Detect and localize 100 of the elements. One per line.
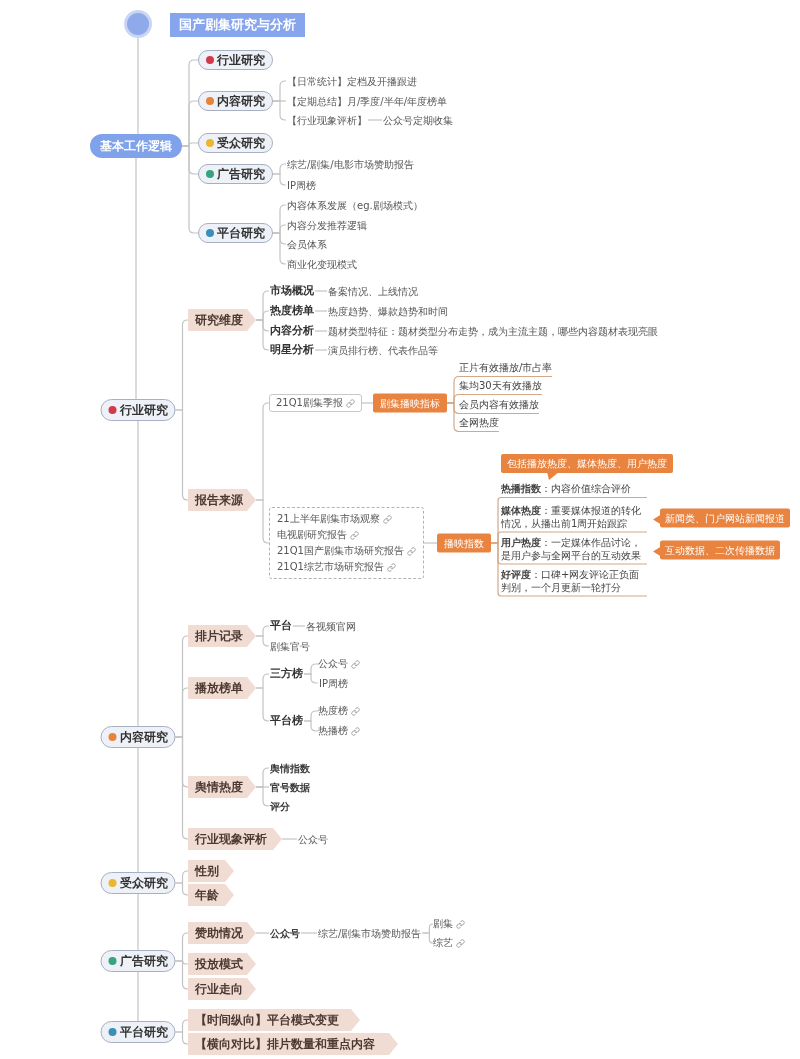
branch-text: 题材类型特征：题材类型分布走势，成为主流主题，哪些内容题材表现亮眼 [327,324,659,338]
topic-pill [100,1021,176,1043]
underlined-topic: 集均30天有效播放 [459,379,542,395]
branch-text: 舆情指数 [269,761,311,775]
underlined-topic: 好评度：口碑+网友评论正负面判别，一个月更新一轮打分 [501,567,647,597]
underlined-topic: 热播指数：内容价值综合评价 [501,482,647,498]
topic-pill [100,726,176,748]
branch-text: 21上半年剧集市场观察 [277,512,380,526]
tag-label: 报告来源 [195,494,243,506]
branch-label: 市场概况 [269,284,315,298]
branch-text: 官号数据 [269,780,311,794]
branch-label: 平台 [269,619,293,633]
tag-label: 舆情热度 [195,781,243,793]
branch-text: 【定期总结】月/季度/半年/年度榜单 [286,94,449,108]
branch-text: 公众号 [297,832,329,846]
dashed-group-box [269,507,424,579]
branch-text: 内容分发推荐逻辑 [286,218,368,232]
branch-text: 公众号定期收集 [382,113,454,127]
branch-line [272,100,287,121]
branch-text: IP周榜 [286,178,317,192]
branch-label: 平台榜 [269,714,304,728]
topic-label: 受众研究 [217,137,265,149]
tag-label: 【横向对比】排片数量和重点内容 [195,1038,375,1050]
branch-line [137,420,139,727]
branch-line [281,838,298,840]
branch-label: 内容分析 [269,324,315,338]
branch-line [181,145,199,234]
branch-line [314,310,328,312]
branch-text: 各视频官网 [305,619,357,633]
branch-line [137,971,139,1022]
branch-text: IP周榜 [318,676,349,690]
branch-line [255,786,270,807]
topic-label: 内容研究 [217,95,265,107]
branch-text: 【行业现象评析】 [286,113,368,127]
branch-line [361,402,374,404]
topic-label: 平台研究 [217,227,265,239]
branch-line [174,736,189,840]
branch-text: 公众号 [318,657,348,671]
branch-line [135,157,137,400]
tag-label: 排片记录 [195,630,243,642]
branch-text: 21Q1综艺市场研究报告 [277,560,384,574]
branch-line [314,330,328,332]
branch-line [137,893,139,951]
topic-label: 内容研究 [119,731,168,743]
tag-label: 行业现象评析 [195,833,267,845]
branch-text: 公众号 [269,926,301,940]
branch-line [272,232,287,265]
topic-label: 广告研究 [217,168,265,180]
branch-line [255,319,270,351]
branch-line [255,932,270,934]
topic-label: 广告研究 [119,955,168,967]
tag-label: 投放模式 [195,958,243,970]
topic-pill [198,91,273,111]
topic-pill [198,133,273,153]
topic-label: 平台研究 [119,1026,168,1038]
branch-line [292,625,306,627]
branch-line [300,932,318,934]
branch-line [490,542,502,597]
branch-line [303,720,319,732]
tag-label: 性别 [195,865,219,877]
tag-label: 年龄 [195,889,219,901]
branch-line [174,409,189,501]
topic-pill [100,950,176,972]
central-topic-pill: 基本工作逻辑 [90,134,182,158]
topic-label: 受众研究 [119,877,168,889]
highlight-topic-box: 剧集播映指标 [373,393,447,413]
topic-pill [100,872,176,894]
topic-pill [198,164,273,184]
underlined-topic: 用户热度：一定媒体作品讨论，是用户参与全网平台的互动效果 [501,535,647,565]
underlined-topic: 会员内容有效播放 [459,398,539,414]
branch-line [272,173,287,186]
branch-line [314,349,328,351]
branch-line [255,687,270,722]
branch-line [137,747,139,873]
tag-label: 赞助情况 [195,927,243,939]
topic-label: 行业研究 [119,404,168,416]
topic-label: 21Q1剧集季报 [276,398,343,408]
branch-line [367,119,383,121]
branch-line [446,402,460,433]
branch-text: 热度趋势、爆款趋势和时间 [327,304,449,318]
title-banner: 国产剧集研究与分析 [170,13,305,37]
branch-text: 备案情况、上线情况 [327,284,419,298]
underlined-topic: 正片有效播放/市占率 [459,361,553,377]
branch-line [255,635,270,647]
branch-text: 演员排行榜、代表作品等 [327,343,439,357]
underlined-topic: 全网热度 [459,416,499,432]
topic-pill [198,223,273,243]
branch-text: 综艺 [433,936,453,950]
branch-text: 剧集官号 [269,639,311,653]
branch-text: 评分 [269,799,291,813]
branch-line [421,932,434,944]
tag-label: 研究维度 [195,314,243,326]
topic-label: 行业研究 [217,54,265,66]
branch-line [174,882,189,896]
branch-line [423,542,438,544]
branch-text: 热播榜 [318,724,348,738]
branch-text: 21Q1国产剧集市场研究报告 [277,544,404,558]
underlined-topic: 媒体热度：重要媒体报道的转化情况，从播出前1周开始跟踪 [501,503,647,533]
branch-text: 综艺/剧集/电影市场赞助报告 [286,157,415,171]
branch-line [255,499,270,544]
